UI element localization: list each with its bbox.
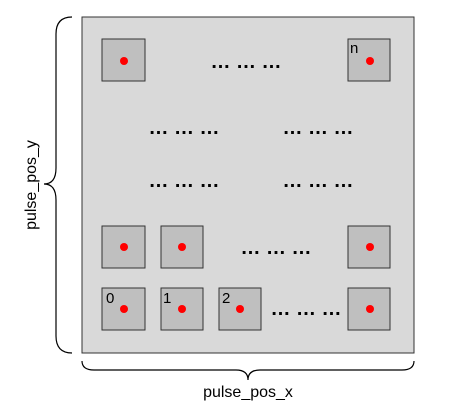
grid-cell-0: 0 <box>101 287 146 331</box>
pulse-dot <box>236 305 244 313</box>
pulse-dot <box>178 243 186 251</box>
grid-cell-2: 2 <box>218 287 262 331</box>
pulse-dot <box>120 57 128 65</box>
cell-label-1: 1 <box>163 290 171 307</box>
pulse-dot <box>120 305 128 313</box>
ellipsis-middle-left-1: … … … <box>148 117 219 139</box>
grid-cell <box>101 38 146 82</box>
pulse-dot <box>120 243 128 251</box>
pulse-dot <box>366 57 374 65</box>
pulse-dot <box>178 305 186 313</box>
cell-label-0: 0 <box>106 290 114 307</box>
grid-cell <box>347 287 391 331</box>
cell-label-2: 2 <box>222 290 230 307</box>
ellipsis-row-2: … … … <box>240 237 311 259</box>
ellipsis-middle-right-1: … … … <box>282 117 353 139</box>
x-axis-label: pulse_pos_x <box>203 384 293 401</box>
pulse-dot <box>366 243 374 251</box>
grid-cell <box>101 225 146 269</box>
grid-cell-1: 1 <box>160 287 204 331</box>
y-axis-label: pulse_pos_y <box>23 140 40 230</box>
ellipsis-bottom-row: … … … <box>270 298 341 320</box>
grid-cell <box>347 225 391 269</box>
pulse-dot <box>366 305 374 313</box>
y-axis-brace <box>43 16 73 354</box>
x-axis-brace <box>81 360 415 381</box>
grid-cell <box>160 225 204 269</box>
ellipsis-middle-right-2: … … … <box>282 170 353 192</box>
ellipsis-top-row: … … … <box>210 51 281 73</box>
cell-label-n: n <box>350 40 358 57</box>
grid-cell-n: n <box>347 38 391 82</box>
ellipsis-middle-left-2: … … … <box>148 170 219 192</box>
